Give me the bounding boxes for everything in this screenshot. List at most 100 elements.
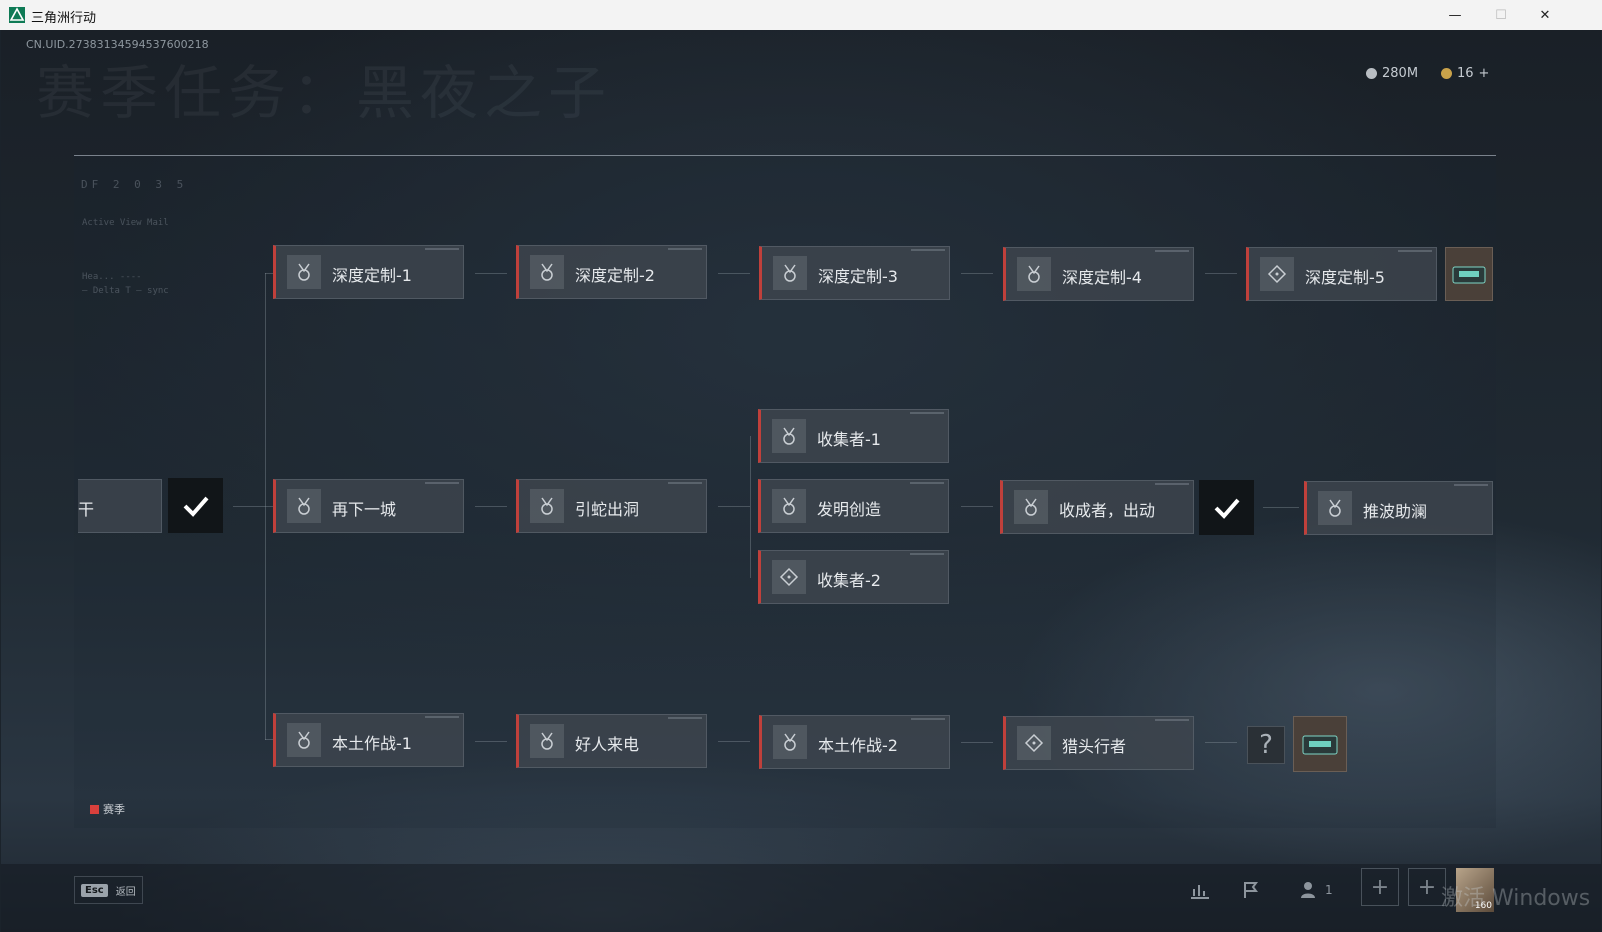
connector-line — [475, 741, 507, 742]
task-node-invention[interactable]: 发明创造 — [758, 479, 949, 533]
medal-icon — [772, 489, 806, 523]
locate-icon — [772, 560, 806, 594]
medal-icon — [287, 255, 321, 289]
close-button[interactable]: ✕ — [1522, 0, 1568, 30]
task-label: 发明创造 — [817, 500, 882, 519]
task-node-headhunter[interactable]: 猎头行者 — [1003, 716, 1194, 770]
task-node-local-ops-1[interactable]: 本土作战-1 — [273, 713, 464, 767]
panel-deco-text: Hea... ---- — [82, 272, 142, 282]
task-label: 收集者-1 — [817, 430, 881, 449]
avatar-level: 160 — [1474, 901, 1492, 911]
plus-icon: + — [1370, 874, 1390, 900]
window-titlebar: 三角洲行动 — ☐ ✕ — [0, 0, 1602, 30]
bottom-bar — [1, 864, 1601, 932]
connector-line — [750, 436, 751, 578]
maximize-button[interactable]: ☐ — [1478, 0, 1524, 30]
node-deco — [1155, 483, 1189, 485]
task-node-deep-custom-5[interactable]: 深度定制-5 — [1246, 247, 1437, 301]
invite-slot[interactable]: + — [1361, 868, 1399, 906]
season-title: 赛季任务：黑夜之子 — [36, 59, 613, 127]
task-node-next-city[interactable]: 再下一城 — [273, 479, 464, 533]
back-button[interactable]: Esc 返回 — [74, 876, 143, 904]
reward-case-item[interactable] — [1445, 247, 1493, 301]
medal-icon — [530, 489, 564, 523]
panel-deco-text: — Delta T — sync — [82, 286, 169, 296]
node-deco — [425, 248, 459, 250]
silver-coin-icon — [1366, 68, 1377, 79]
task-node-push-wave[interactable]: 推波助澜 — [1304, 481, 1493, 535]
node-deco — [1454, 484, 1488, 486]
coins-value: 280M — [1382, 66, 1419, 81]
connector-line — [961, 273, 993, 274]
medal-icon — [530, 255, 564, 289]
connector-line — [718, 273, 750, 274]
connector-line — [1205, 742, 1237, 743]
team-button[interactable]: 1 — [1299, 876, 1333, 904]
task-node-deep-custom-4[interactable]: 深度定制-4 — [1003, 247, 1194, 301]
stats-button[interactable] — [1189, 876, 1211, 904]
completed-check — [168, 478, 223, 533]
task-label: 深度定制-5 — [1305, 268, 1385, 287]
task-label: 再下一城 — [332, 500, 397, 519]
flag-button[interactable] — [1241, 876, 1261, 904]
minimize-button[interactable]: — — [1432, 0, 1478, 30]
locate-icon — [1017, 726, 1051, 760]
node-deco — [1155, 250, 1189, 252]
node-deco — [911, 249, 945, 251]
task-node-local-ops-2[interactable]: 本土作战-2 — [759, 715, 950, 769]
task-node-collector-1[interactable]: 收集者-1 — [758, 409, 949, 463]
flag-icon — [1244, 882, 1258, 898]
back-label: 返回 — [115, 886, 136, 898]
connector-line — [961, 742, 993, 743]
currency-coins: 280M — [1366, 66, 1418, 81]
game-viewport: CN.UID.27383134594537600218 赛季任务：黑夜之子 28… — [1, 30, 1601, 932]
completed-check — [1199, 480, 1254, 535]
node-deco — [910, 553, 944, 555]
players-icon — [1301, 882, 1315, 898]
panel-code: DF 2 0 3 5 — [81, 178, 188, 191]
task-node-deep-custom-3[interactable]: 深度定制-3 — [759, 246, 950, 300]
connector-line — [265, 273, 273, 274]
node-deco — [1155, 719, 1189, 721]
task-node-deep-custom-1[interactable]: 深度定制-1 — [273, 245, 464, 299]
medal-icon — [773, 256, 807, 290]
task-label: 本土作战-2 — [818, 736, 898, 755]
esc-key-label: Esc — [81, 883, 108, 897]
invite-slot[interactable]: + — [1408, 868, 1446, 906]
node-deco — [668, 248, 702, 250]
check-icon — [183, 496, 209, 517]
connector-line — [475, 273, 507, 274]
task-label: 猎头行者 — [1062, 737, 1127, 756]
app-icon — [9, 7, 25, 23]
task-label: 推波助澜 — [1363, 502, 1428, 521]
connector-line — [718, 741, 750, 742]
player-count: 1 — [1325, 883, 1333, 897]
task-node-lure-snake[interactable]: 引蛇出洞 — [516, 479, 707, 533]
node-deco — [910, 482, 944, 484]
task-label: 深度定制-3 — [818, 267, 898, 286]
task-label: 收集者-2 — [817, 571, 881, 590]
connector-line — [961, 506, 993, 507]
task-node-harvester[interactable]: 收成者，出动 — [1000, 480, 1194, 534]
unknown-reward-box[interactable]: ? — [1247, 726, 1285, 764]
task-label: 本土作战-1 — [332, 734, 412, 753]
connector-line — [265, 273, 266, 740]
add-currency-icon[interactable]: + — [1478, 66, 1490, 81]
legend-label: 赛季 — [103, 803, 125, 816]
task-label: 深度定制-2 — [575, 266, 655, 285]
node-deco — [668, 482, 702, 484]
avatar[interactable]: 160 — [1456, 868, 1494, 912]
window-title: 三角洲行动 — [31, 11, 97, 26]
task-node-previous[interactable]: 干 — [78, 479, 162, 533]
task-node-collector-2[interactable]: 收集者-2 — [758, 550, 949, 604]
currency-tokens[interactable]: 16 + — [1441, 66, 1489, 81]
connector-line — [1263, 507, 1299, 508]
medal-icon — [1017, 257, 1051, 291]
reward-case-item[interactable] — [1293, 716, 1347, 772]
plus-icon: + — [1417, 874, 1437, 900]
node-deco — [911, 718, 945, 720]
task-label: 引蛇出洞 — [575, 500, 640, 519]
task-node-deep-custom-2[interactable]: 深度定制-2 — [516, 245, 707, 299]
task-node-good-call[interactable]: 好人来电 — [516, 714, 707, 768]
check-icon — [1214, 498, 1240, 519]
